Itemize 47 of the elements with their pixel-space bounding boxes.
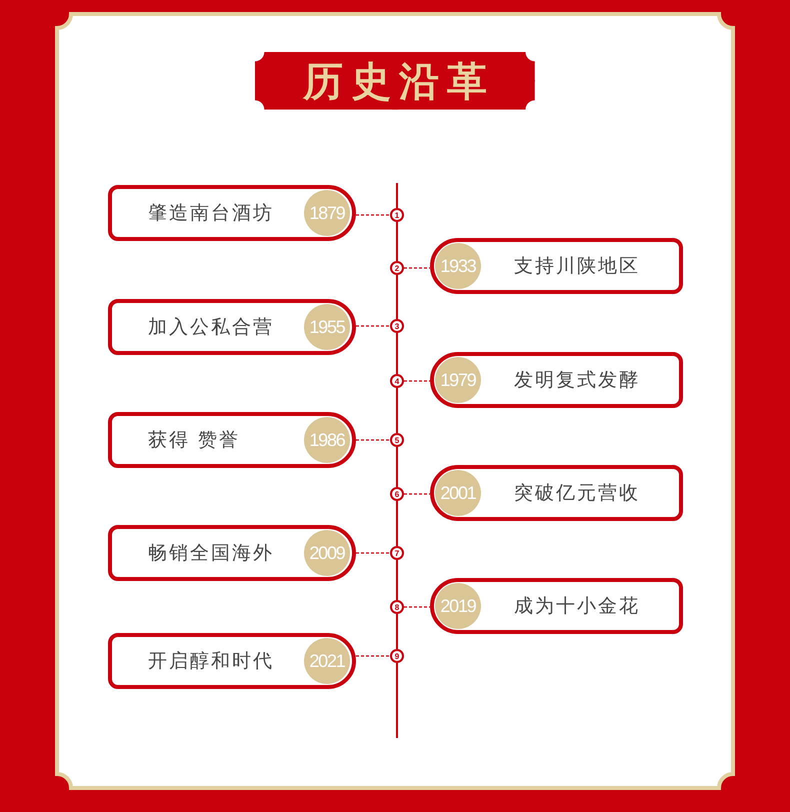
timeline-line [396, 222, 398, 261]
year-disc: 1879 [304, 190, 350, 236]
year-disc: 2009 [304, 530, 350, 576]
event-card [108, 633, 356, 689]
event-text: 加入公私合营 [148, 315, 274, 340]
title: 历史沿革 [255, 52, 535, 110]
event-text: 支持川陕地区 [514, 254, 640, 279]
timeline-line [396, 275, 398, 319]
event-text: 畅销全国海外 [148, 541, 274, 566]
timeline-line [396, 663, 398, 738]
event-card [108, 525, 356, 581]
event-text: 开启醇和时代 [148, 649, 274, 674]
year-disc: 1986 [304, 417, 350, 463]
year-disc: 1933 [435, 243, 481, 289]
event-card [430, 465, 683, 521]
timeline-line [396, 614, 398, 649]
year-disc: 2019 [435, 583, 481, 629]
year-disc: 1979 [435, 357, 481, 403]
timeline-line [396, 501, 398, 546]
timeline-line [396, 447, 398, 487]
event-text: 突破亿元营收 [514, 481, 640, 506]
event-card [430, 238, 683, 294]
leader-line [404, 606, 430, 608]
leader-line [356, 655, 390, 657]
event-card [430, 578, 683, 634]
leader-line [356, 552, 390, 554]
event-card [108, 412, 356, 468]
event-card [430, 352, 683, 408]
leader-line [404, 380, 430, 382]
event-text: 发明复式发酵 [514, 368, 640, 393]
leader-line [404, 267, 430, 269]
event-text: 获得 赞誉 [148, 428, 240, 453]
year-disc: 1955 [304, 304, 350, 350]
timeline-line [396, 333, 398, 374]
timeline-line [396, 183, 398, 208]
timeline-line [396, 560, 398, 600]
year-disc: 2001 [435, 470, 481, 516]
leader-line [404, 493, 430, 495]
timeline-line [396, 388, 398, 433]
event-text: 肇造南台酒坊 [148, 201, 274, 226]
event-card [108, 299, 356, 355]
leader-line [356, 439, 390, 441]
event-text: 成为十小金花 [514, 594, 640, 619]
leader-line [356, 214, 390, 216]
year-disc: 2021 [304, 638, 350, 684]
event-card [108, 185, 356, 241]
leader-line [356, 325, 390, 327]
